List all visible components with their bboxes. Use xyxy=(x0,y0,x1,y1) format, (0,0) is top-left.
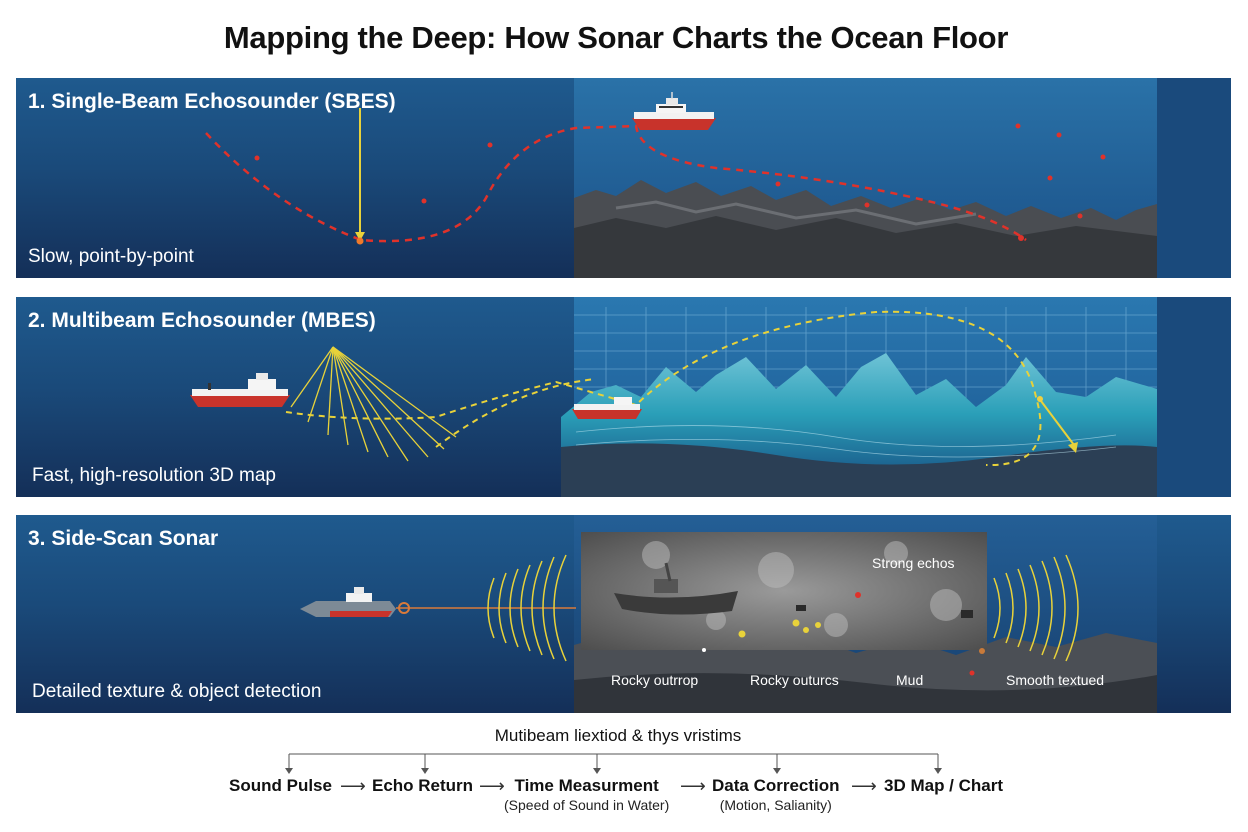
side-scan-left-pulses xyxy=(487,554,567,662)
mbes-illustration xyxy=(190,297,1231,497)
label-strong-echos: Strong echos xyxy=(872,555,955,571)
shipwreck xyxy=(614,562,738,615)
towfish-vessel xyxy=(300,587,410,617)
sbes-survey-track xyxy=(205,124,1027,243)
side-scan-sonar-image xyxy=(581,532,987,650)
side-scan-panel: 3. Side-Scan Sonar Strong echos Rocky ou… xyxy=(16,515,1231,713)
step-data-correction: Data Correction (Motion, Salianity) xyxy=(712,776,840,813)
sbes-heading: 1. Single-Beam Echosounder (SBES) xyxy=(28,90,396,113)
mbes-panel: 2. Multibeam Echosounder (MBES) Fast, hi… xyxy=(16,297,1231,497)
step-3d-map: 3D Map / Chart xyxy=(884,776,1004,795)
flow-arrow: ⟶ xyxy=(680,776,706,796)
mbes-survey-track xyxy=(285,310,1042,467)
flow-arrow: ⟶ xyxy=(479,776,505,796)
flow-arrow: ⟶ xyxy=(340,776,366,796)
mbes-caption: Fast, high-resolution 3D map xyxy=(32,465,276,486)
side-scan-target-markers xyxy=(738,619,821,638)
step-time-measurement: Time Measurment (Speed of Sound in Water… xyxy=(504,776,670,813)
sbes-illustration xyxy=(205,78,1231,278)
mbes-beam-fan xyxy=(290,346,457,462)
sbes-sounding-points xyxy=(254,123,1106,241)
process-connector xyxy=(285,753,942,774)
sbes-survey-ship xyxy=(632,92,716,130)
side-scan-heading: 3. Side-Scan Sonar xyxy=(28,527,219,550)
side-scan-illustration xyxy=(300,515,1157,713)
mbes-heading: 2. Multibeam Echosounder (MBES) xyxy=(28,309,376,332)
side-scan-right-pulses xyxy=(993,554,1079,662)
page-title: Mapping the Deep: How Sonar Charts the O… xyxy=(223,20,1009,55)
side-scan-caption: Detailed texture & object detection xyxy=(32,681,322,702)
step-echo-return: Echo Return xyxy=(372,776,474,795)
sbes-caption: Slow, point-by-point xyxy=(28,246,194,267)
mbes-survey-ship xyxy=(190,373,290,407)
label-smooth-textured: Smooth textued xyxy=(1006,672,1105,688)
label-rocky-outcrop-2: Rocky outurcs xyxy=(750,672,839,688)
mbes-second-ship xyxy=(572,397,642,419)
label-rocky-outcrop-1: Rocky outrrop xyxy=(611,672,699,688)
flow-arrow: ⟶ xyxy=(851,776,877,796)
label-mud: Mud xyxy=(896,672,924,688)
step-sound-pulse: Sound Pulse xyxy=(229,776,332,795)
mbes-3d-terrain xyxy=(561,353,1157,475)
process-heading: Mutibeam liextiod & thys vristims xyxy=(494,726,742,745)
process-flow: Mutibeam liextiod & thys vristims Sound … xyxy=(0,726,1248,826)
sbes-panel: 1. Single-Beam Echosounder (SBES) Slow, … xyxy=(16,78,1231,278)
